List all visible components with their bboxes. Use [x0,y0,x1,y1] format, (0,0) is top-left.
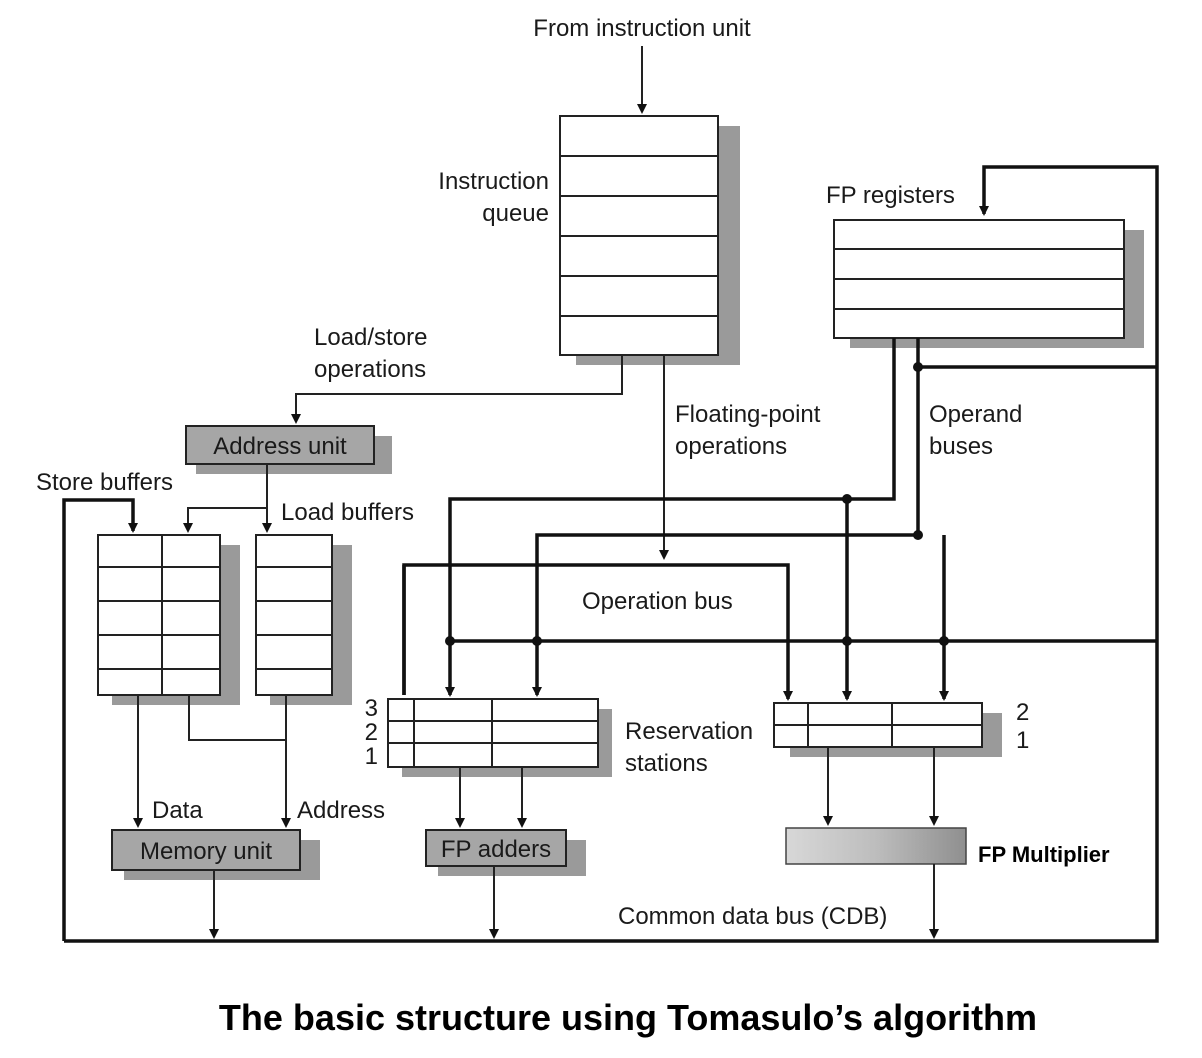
reservation-stations-label-1: Reservation [625,718,753,745]
store-buffers [97,534,240,705]
instruction-queue [559,115,740,365]
reservation-stations-label-2: stations [625,750,708,777]
load-store-label-1: Load/store [314,324,427,351]
fp-ops-label-1: Floating-point [675,401,821,428]
fp-registers-label: FP registers [826,182,955,209]
load-buffers [255,534,352,705]
rs-right-1: 1 [1016,727,1029,754]
fp-registers [833,219,1144,348]
fp-multiplier-label: FP Multiplier [978,842,1110,867]
junction-dots [445,362,949,646]
thin-connections [133,46,939,939]
rs-right-2: 2 [1016,699,1029,726]
figure-caption: The basic structure using Tomasulo’s alg… [219,997,1037,1038]
store-buffers-label: Store buffers [36,469,173,496]
operand-buses-label-1: Operand [929,401,1022,428]
fp-ops-label-2: operations [675,433,787,460]
fp-adders-label: FP adders [441,836,551,863]
memory-unit-label: Memory unit [140,838,272,865]
labels: From instruction unit Instruction queue … [36,15,1029,930]
rs-left-3: 3 [365,695,378,722]
instruction-queue-label-1: Instruction [438,168,549,195]
fp-adders: FP adders [425,829,586,876]
load-store-label-2: operations [314,356,426,383]
memory-unit: Memory unit [111,829,320,880]
fp-multiplier: FP Multiplier [785,827,1110,867]
operation-bus-label: Operation bus [582,588,733,615]
from-instruction-unit-label: From instruction unit [533,15,751,42]
data-label: Data [152,797,203,824]
thick-buses [62,165,1159,943]
address-label: Address [297,797,385,824]
instruction-queue-label-2: queue [482,200,549,227]
cdb-label: Common data bus (CDB) [618,903,887,930]
rs-left-2: 2 [365,719,378,746]
rs-left-1: 1 [365,743,378,770]
reservation-stations-adders [387,698,612,777]
address-unit: Address unit [185,425,392,474]
operand-buses-label-2: buses [929,433,993,460]
load-buffers-label: Load buffers [281,499,414,526]
reservation-stations-multiplier [773,702,1002,757]
address-unit-label: Address unit [213,433,347,460]
